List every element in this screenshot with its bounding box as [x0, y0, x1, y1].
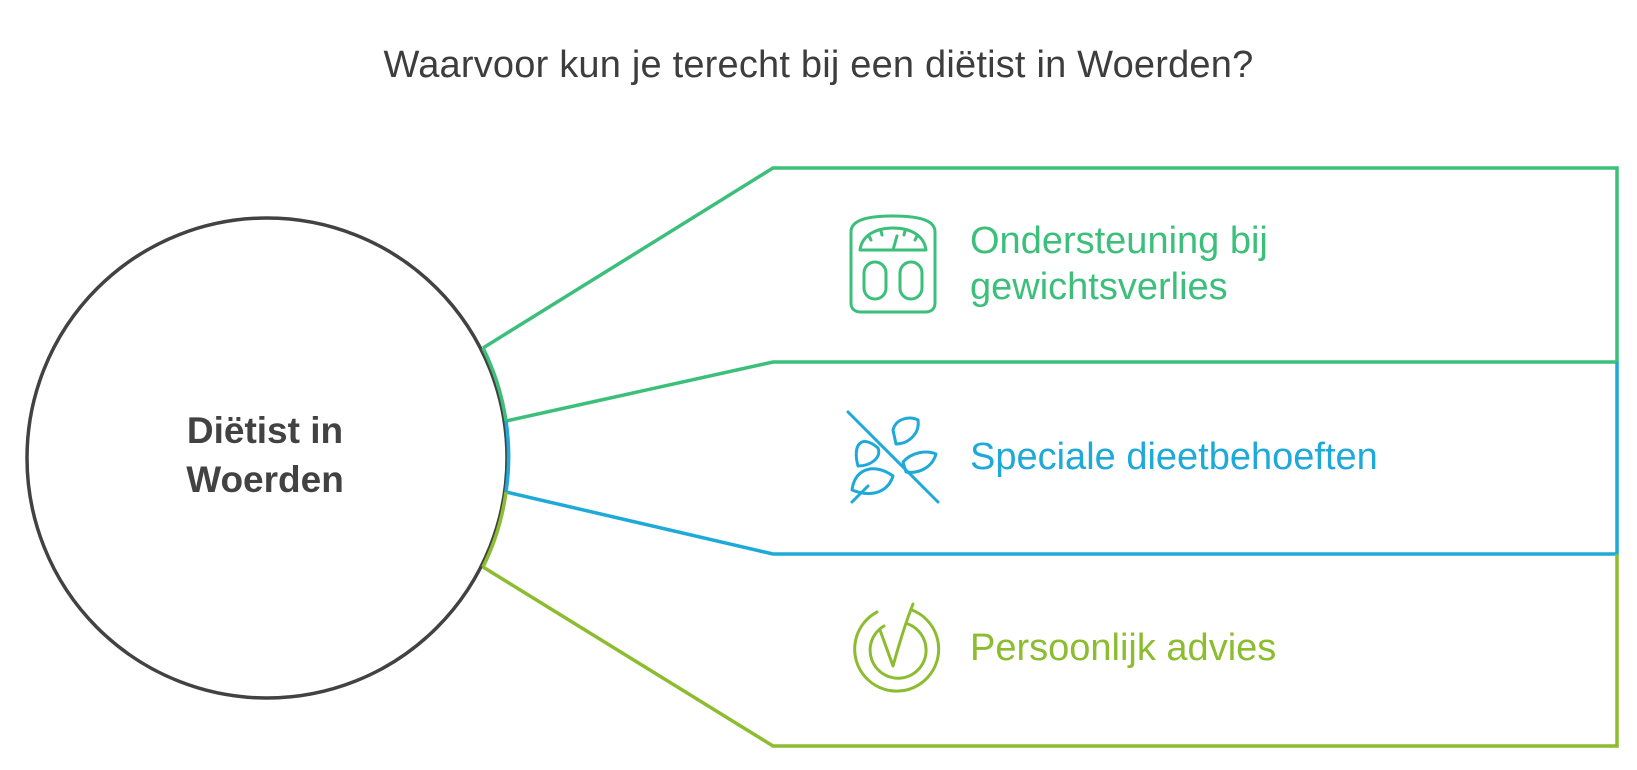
scale-icon [849, 214, 937, 314]
branch-label-personal-advice: Persoonlijk advies [970, 627, 1277, 669]
branch-label-diet-needs: Speciale dieetbehoeften [970, 436, 1378, 478]
branch-label-weight-loss-line2: gewichtsverlies [970, 266, 1228, 308]
branch-label-weight-loss: Ondersteuning bij gewichtsverlies [970, 218, 1268, 310]
branch-panel-2 [505, 362, 1619, 556]
arc-segment-blue [504, 420, 511, 493]
arc-segment-lime [481, 491, 508, 568]
check-circle-icon [853, 602, 941, 693]
page-title: Waarvoor kun je terecht bij een diëtist … [383, 44, 1254, 86]
branch-label-weight-loss-line1: Ondersteuning bij [970, 220, 1268, 262]
arc-segment-green [481, 347, 508, 422]
center-label: Diëtist in Woerden [115, 406, 415, 504]
no-wheat-icon [846, 410, 940, 504]
branch-panel-1 [482, 166, 1619, 423]
center-label-line1: Diëtist in [186, 410, 344, 451]
branch-panel-3 [482, 554, 1619, 748]
center-label-line2: Woerden [186, 459, 344, 500]
